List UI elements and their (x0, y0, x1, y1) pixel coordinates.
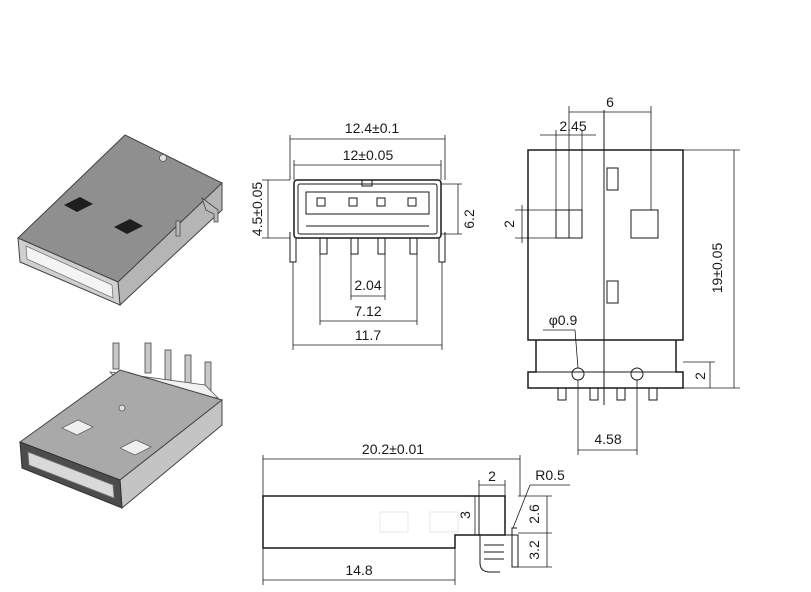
side-pin-spacing: 4.58 (594, 431, 621, 447)
side-length: 19±0.05 (709, 243, 725, 294)
side-view: 6 2.45 2 19±0.05 2 φ0.9 4.58 (501, 94, 740, 455)
side-window-width: 2.45 (559, 118, 586, 134)
front-pin-pitch: 2.04 (354, 277, 381, 293)
usb-connector-photo-top (17, 134, 223, 307)
bottom-radius: R0.5 (535, 467, 565, 483)
bottom-view: 20.2±0.01 2 R0.5 3 2.6 3.2 14.8 (262, 441, 570, 585)
bottom-step-height: 3 (457, 511, 473, 519)
front-pin-span: 7.12 (354, 303, 381, 319)
side-hole-diameter: φ0.9 (549, 312, 578, 328)
side-top-offset: 6 (606, 94, 614, 110)
side-window-height: 2 (501, 220, 517, 228)
front-height: 4.5±0.05 (249, 182, 265, 237)
bottom-upper-dim: 2.6 (526, 504, 542, 524)
front-leg-span: 11.7 (355, 327, 381, 343)
bottom-length: 20.2±0.01 (362, 441, 424, 457)
usb-connector-photo-bottom (18, 342, 224, 510)
bottom-step-width: 2 (488, 468, 496, 484)
side-bottom-offset: 2 (692, 372, 708, 380)
front-inner-width: 12±0.05 (343, 147, 394, 163)
bottom-lower-dim: 3.2 (526, 540, 542, 560)
front-view: 12.4±0.1 12±0.05 4.5±0.05 6.2 2.04 7.12 … (249, 120, 477, 350)
front-inner-height: 6.2 (461, 209, 477, 229)
bottom-base-length: 14.8 (345, 562, 372, 578)
front-overall-width: 12.4±0.1 (345, 120, 400, 136)
